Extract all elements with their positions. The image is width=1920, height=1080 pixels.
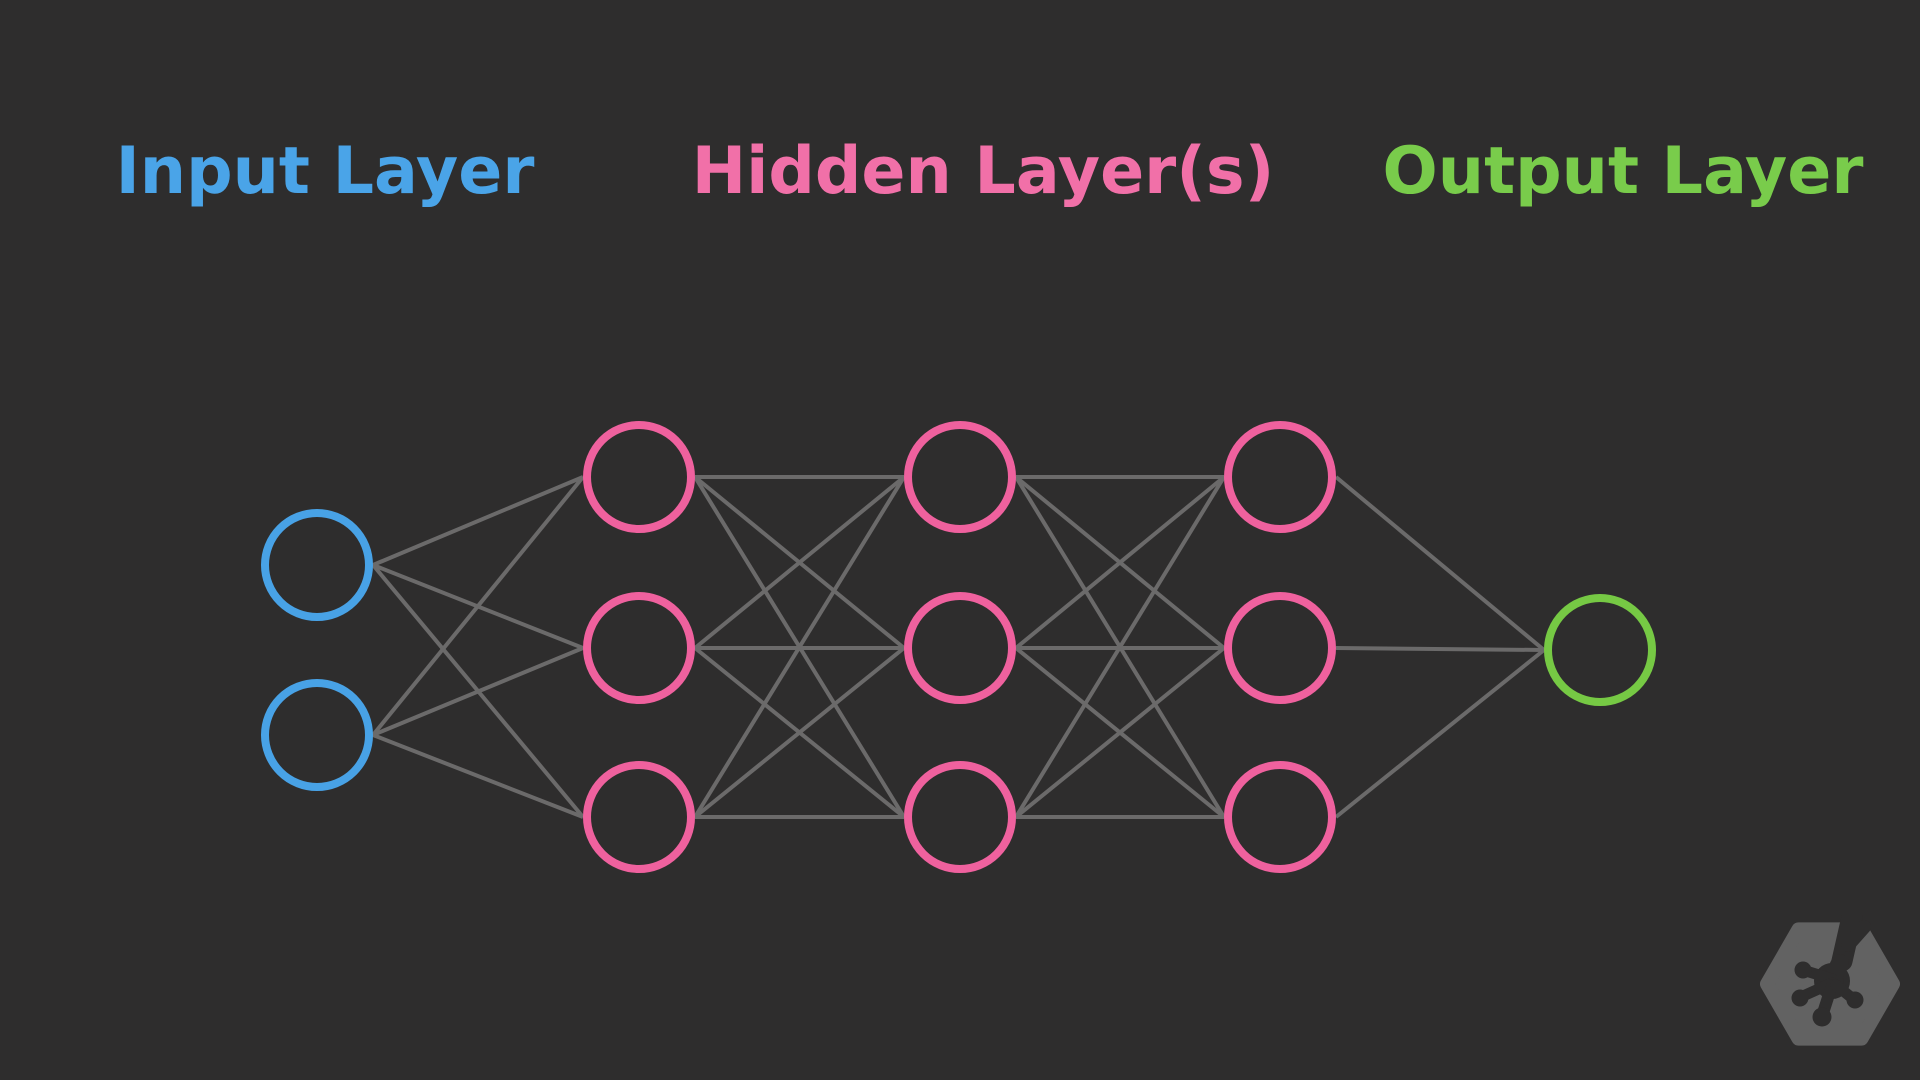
edge-hidden-2-to-hidden-3 [1014, 475, 1226, 650]
node-hidden-3-1 [1224, 421, 1336, 533]
hidden-layer-label: Hidden Layer(s) [691, 134, 1275, 209]
node-input-1 [261, 509, 373, 621]
edge-hidden-3-to-output [1335, 646, 1545, 652]
edge-hidden-2-to-hidden-3 [1014, 646, 1226, 819]
node-hidden-2-3 [904, 761, 1016, 873]
node-input-2 [261, 679, 373, 791]
edge-input-to-hidden-1 [371, 475, 585, 737]
node-hidden-3-3 [1224, 761, 1336, 873]
edge-hidden-1-to-hidden-2 [693, 475, 906, 650]
node-output-1 [1544, 594, 1656, 706]
edge-input-to-hidden-1 [372, 475, 584, 567]
node-hidden-3-2 [1224, 592, 1336, 704]
edge-input-to-hidden-1 [372, 646, 584, 737]
frog-foot-cutout [1791, 915, 1871, 1027]
node-hidden-1-1 [583, 421, 695, 533]
node-hidden-2-2 [904, 592, 1016, 704]
edge-input-to-hidden-1 [372, 733, 584, 819]
edge-hidden-1-to-hidden-2 [693, 475, 906, 819]
hexagon-frog-foot-logo [1760, 915, 1900, 1046]
edge-hidden-2-to-hidden-3 [1014, 475, 1226, 819]
node-hidden-2-1 [904, 421, 1016, 533]
node-hidden-1-2 [583, 592, 695, 704]
edge-hidden-1-to-hidden-2 [693, 646, 906, 819]
input-layer-label: Input Layer [115, 134, 535, 209]
output-layer-label: Output Layer [1382, 134, 1864, 209]
node-hidden-1-3 [583, 761, 695, 873]
edge-hidden-3-to-output [1334, 475, 1546, 652]
edge-hidden-3-to-output [1334, 648, 1546, 819]
